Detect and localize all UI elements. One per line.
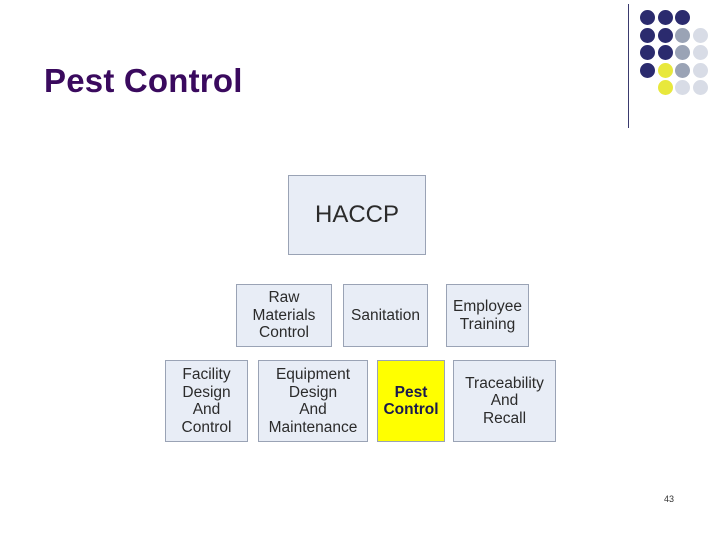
decorative-dot bbox=[675, 45, 690, 60]
decorative-dot bbox=[640, 45, 655, 60]
diagram-box-label-line: Control bbox=[181, 418, 232, 436]
diagram-box-label-line: Control bbox=[259, 324, 309, 342]
diagram-box-label-line: Facility bbox=[182, 366, 231, 383]
diagram-box-label-line: Equipment bbox=[275, 366, 351, 383]
diagram-box-label-line: And bbox=[299, 401, 327, 418]
decorative-dot bbox=[692, 62, 708, 78]
diagram-box-label-line: Pest bbox=[394, 383, 428, 401]
diagram-box-label-line: And bbox=[490, 392, 519, 410]
diagram-box-label-line: Design bbox=[182, 383, 231, 401]
decorative-dot bbox=[640, 10, 655, 25]
decorative-dot bbox=[657, 10, 673, 25]
decorative-dot bbox=[657, 27, 673, 43]
diagram-box-label-line: Materials bbox=[252, 306, 316, 324]
diagram-box-label: HACCP bbox=[291, 202, 423, 228]
decorative-dot bbox=[640, 27, 655, 43]
diagram-box-label-line: Design bbox=[288, 383, 338, 401]
page-title: Pest Control bbox=[44, 62, 243, 99]
decorative-dot bbox=[675, 80, 690, 95]
decorative-dot bbox=[640, 62, 655, 78]
diagram-box-label-line: Control bbox=[383, 401, 439, 418]
diagram-box-label-line: Traceability bbox=[465, 374, 544, 392]
decorative-dot bbox=[675, 10, 690, 25]
diagram-box-sanitation: Sanitation bbox=[343, 284, 428, 347]
diagram-box-label-line: Maintenance bbox=[268, 418, 358, 436]
diagram-box-label-line: HACCP bbox=[314, 201, 399, 228]
diagram-box-label-line: Employee bbox=[453, 298, 522, 315]
decorative-dot bbox=[692, 80, 708, 95]
diagram-box-label-line: And bbox=[192, 401, 221, 418]
diagram-box-label: Sanitation bbox=[346, 307, 425, 325]
decorative-dot bbox=[657, 45, 673, 60]
decorative-dot bbox=[657, 62, 673, 78]
header-divider-rule bbox=[628, 4, 629, 128]
page-number: 43 bbox=[664, 494, 675, 504]
decorative-dot bbox=[675, 27, 690, 43]
diagram-box-label-line: Raw bbox=[268, 289, 300, 307]
decorative-dot-grid bbox=[640, 10, 708, 120]
diagram-box-haccp: HACCP bbox=[288, 175, 426, 255]
decorative-dot bbox=[675, 62, 690, 78]
diagram-box-label-line: Training bbox=[459, 315, 516, 333]
decorative-dot bbox=[692, 27, 708, 43]
diagram-box-label-line: Recall bbox=[482, 409, 527, 427]
decorative-dot bbox=[657, 80, 673, 95]
decorative-dot bbox=[692, 45, 708, 60]
diagram-box-label-line: Sanitation bbox=[351, 306, 420, 324]
